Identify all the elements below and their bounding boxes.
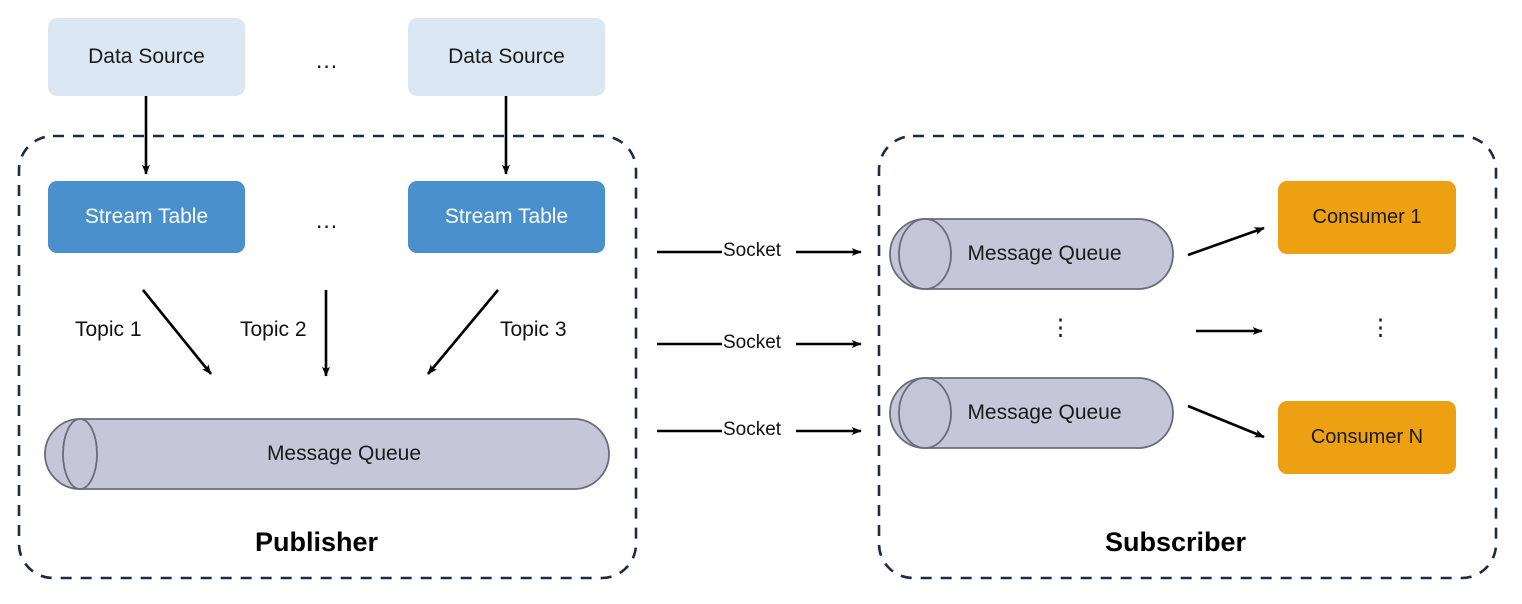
subscriber-queue-ellipsis: ⋮: [1049, 314, 1072, 340]
arrow-queue2-to-consumerN: [1187, 404, 1265, 439]
stream-table-label-2: Stream Table: [444, 204, 569, 228]
subscriber-message-queue-2-shape: [889, 377, 1174, 449]
topic-label-2: Topic 2: [240, 318, 307, 341]
socket-label-2: Socket: [722, 332, 783, 354]
data-source-box-2[interactable]: Data Source: [408, 18, 605, 96]
consumer-box-1[interactable]: Consumer 1: [1278, 181, 1456, 254]
arrow-queue1-to-consumer1: [1187, 226, 1265, 257]
publisher-zone-border: [17, 134, 638, 580]
topic-label-3: Topic 3: [500, 318, 567, 341]
data-source-ellipsis: ...: [316, 47, 339, 73]
socket-label-3: Socket: [722, 419, 783, 441]
consumer-label-1: Consumer 1: [1312, 206, 1422, 228]
consumer-label-n: Consumer N: [1310, 426, 1424, 448]
socket-label-1: Socket: [722, 240, 783, 262]
stream-table-label-1: Stream Table: [84, 204, 209, 228]
stream-table-box-1[interactable]: Stream Table: [48, 181, 245, 253]
publisher-zone-label: Publisher: [255, 527, 379, 557]
subscriber-message-queue-1-shape: [889, 218, 1174, 290]
stream-table-ellipsis: ...: [316, 207, 339, 233]
stream-table-box-2[interactable]: Stream Table: [408, 181, 605, 253]
subscriber-zone-border: [877, 134, 1498, 580]
arrow-topic3: [427, 289, 499, 375]
arrow-topic1: [141, 289, 213, 375]
data-source-label-1: Data Source: [88, 44, 205, 68]
subscriber-consumer-ellipsis: ⋮: [1369, 314, 1392, 340]
consumer-box-n[interactable]: Consumer N: [1278, 401, 1456, 474]
data-source-box-1[interactable]: Data Source: [48, 18, 245, 96]
data-source-label-2: Data Source: [448, 44, 565, 68]
subscriber-zone-label: Subscriber: [1105, 527, 1247, 557]
publisher-message-queue-shape: [44, 418, 610, 490]
topic-label-1: Topic 1: [75, 318, 142, 341]
